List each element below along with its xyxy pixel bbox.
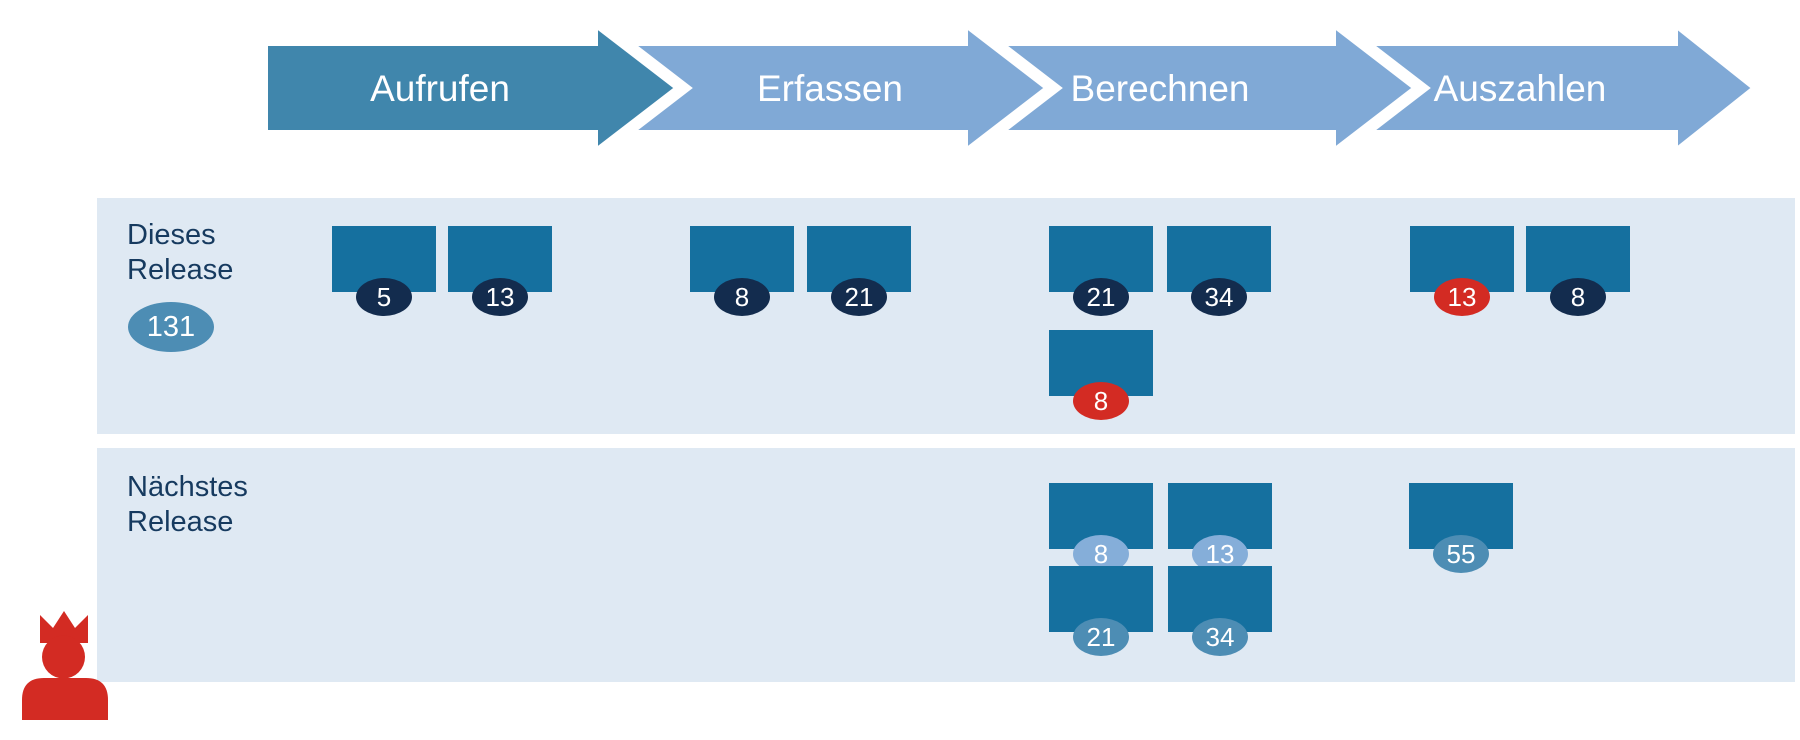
lane-title-naechstes-release: Nächstes Release (127, 470, 248, 540)
lane-naechstes-release (97, 448, 1795, 682)
story-card: 13 (448, 226, 552, 316)
story-card: 13 (1410, 226, 1514, 316)
points-badge: 55 (1433, 535, 1489, 573)
points-value: 13 (1447, 281, 1477, 312)
lane-total-badge: 131 (128, 302, 214, 352)
story-card: 21 (1049, 226, 1153, 316)
story-card: 5 (332, 226, 436, 316)
points-value: 8 (734, 281, 750, 312)
points-value: 8 (1093, 538, 1109, 569)
lane-title-dieses-release: Dieses Release (127, 218, 233, 288)
points-value: 21 (1086, 281, 1116, 312)
points-value: 8 (1093, 385, 1109, 416)
torso-shape (22, 678, 108, 720)
arrow-aufrufen (256, 5, 693, 171)
arrow-label-auszahlen: Auszahlen (1434, 68, 1607, 109)
points-badge: 34 (1191, 278, 1247, 316)
points-badge: 13 (1434, 278, 1490, 316)
story-card: 34 (1167, 226, 1271, 316)
points-badge: 5 (356, 278, 412, 316)
points-value: 34 (1204, 281, 1234, 312)
points-value: 8 (1570, 281, 1586, 312)
lane-title-line: Release (127, 506, 234, 538)
arrow-auszahlen (1362, 5, 1770, 171)
points-badge: 21 (831, 278, 887, 316)
lane-title-line: Release (127, 254, 234, 286)
head-shape (42, 635, 85, 679)
points-badge: 8 (1073, 382, 1129, 420)
points-badge: 13 (472, 278, 528, 316)
points-value: 5 (376, 281, 392, 312)
story-card: 13 (1168, 483, 1272, 573)
points-value: 13 (485, 281, 515, 312)
story-card: 55 (1409, 483, 1513, 573)
arrow-berechnen (994, 5, 1431, 171)
story-card: 8 (1049, 483, 1153, 573)
points-value: 21 (844, 281, 874, 312)
points-badge: 8 (1550, 278, 1606, 316)
arrow-label-berechnen: Berechnen (1071, 68, 1250, 109)
story-card: 21 (807, 226, 911, 316)
points-badge: 21 (1073, 618, 1129, 656)
process-arrow-row: Aufrufen Erfassen Berechnen Auszahlen (256, 5, 1770, 171)
king-icon (22, 611, 108, 720)
points-value: 34 (1205, 621, 1235, 652)
crown-shape (40, 611, 88, 643)
points-badge: 34 (1192, 618, 1248, 656)
story-card: 8 (690, 226, 794, 316)
points-value: 55 (1446, 538, 1476, 569)
arrow-erfassen (626, 5, 1063, 171)
lane-total-value: 131 (146, 310, 196, 343)
lane-title-line: Nächstes (127, 471, 248, 503)
story-card: 34 (1168, 566, 1272, 656)
arrow-label-erfassen: Erfassen (757, 68, 903, 109)
lane-title-line: Dieses (127, 219, 216, 251)
points-badge: 8 (714, 278, 770, 316)
story-card: 8 (1049, 330, 1153, 420)
story-card: 21 (1049, 566, 1153, 656)
arrow-label-aufrufen: Aufrufen (370, 68, 510, 109)
story-card: 8 (1526, 226, 1630, 316)
points-value: 21 (1086, 621, 1116, 652)
points-badge: 21 (1073, 278, 1129, 316)
points-value: 13 (1205, 538, 1235, 569)
